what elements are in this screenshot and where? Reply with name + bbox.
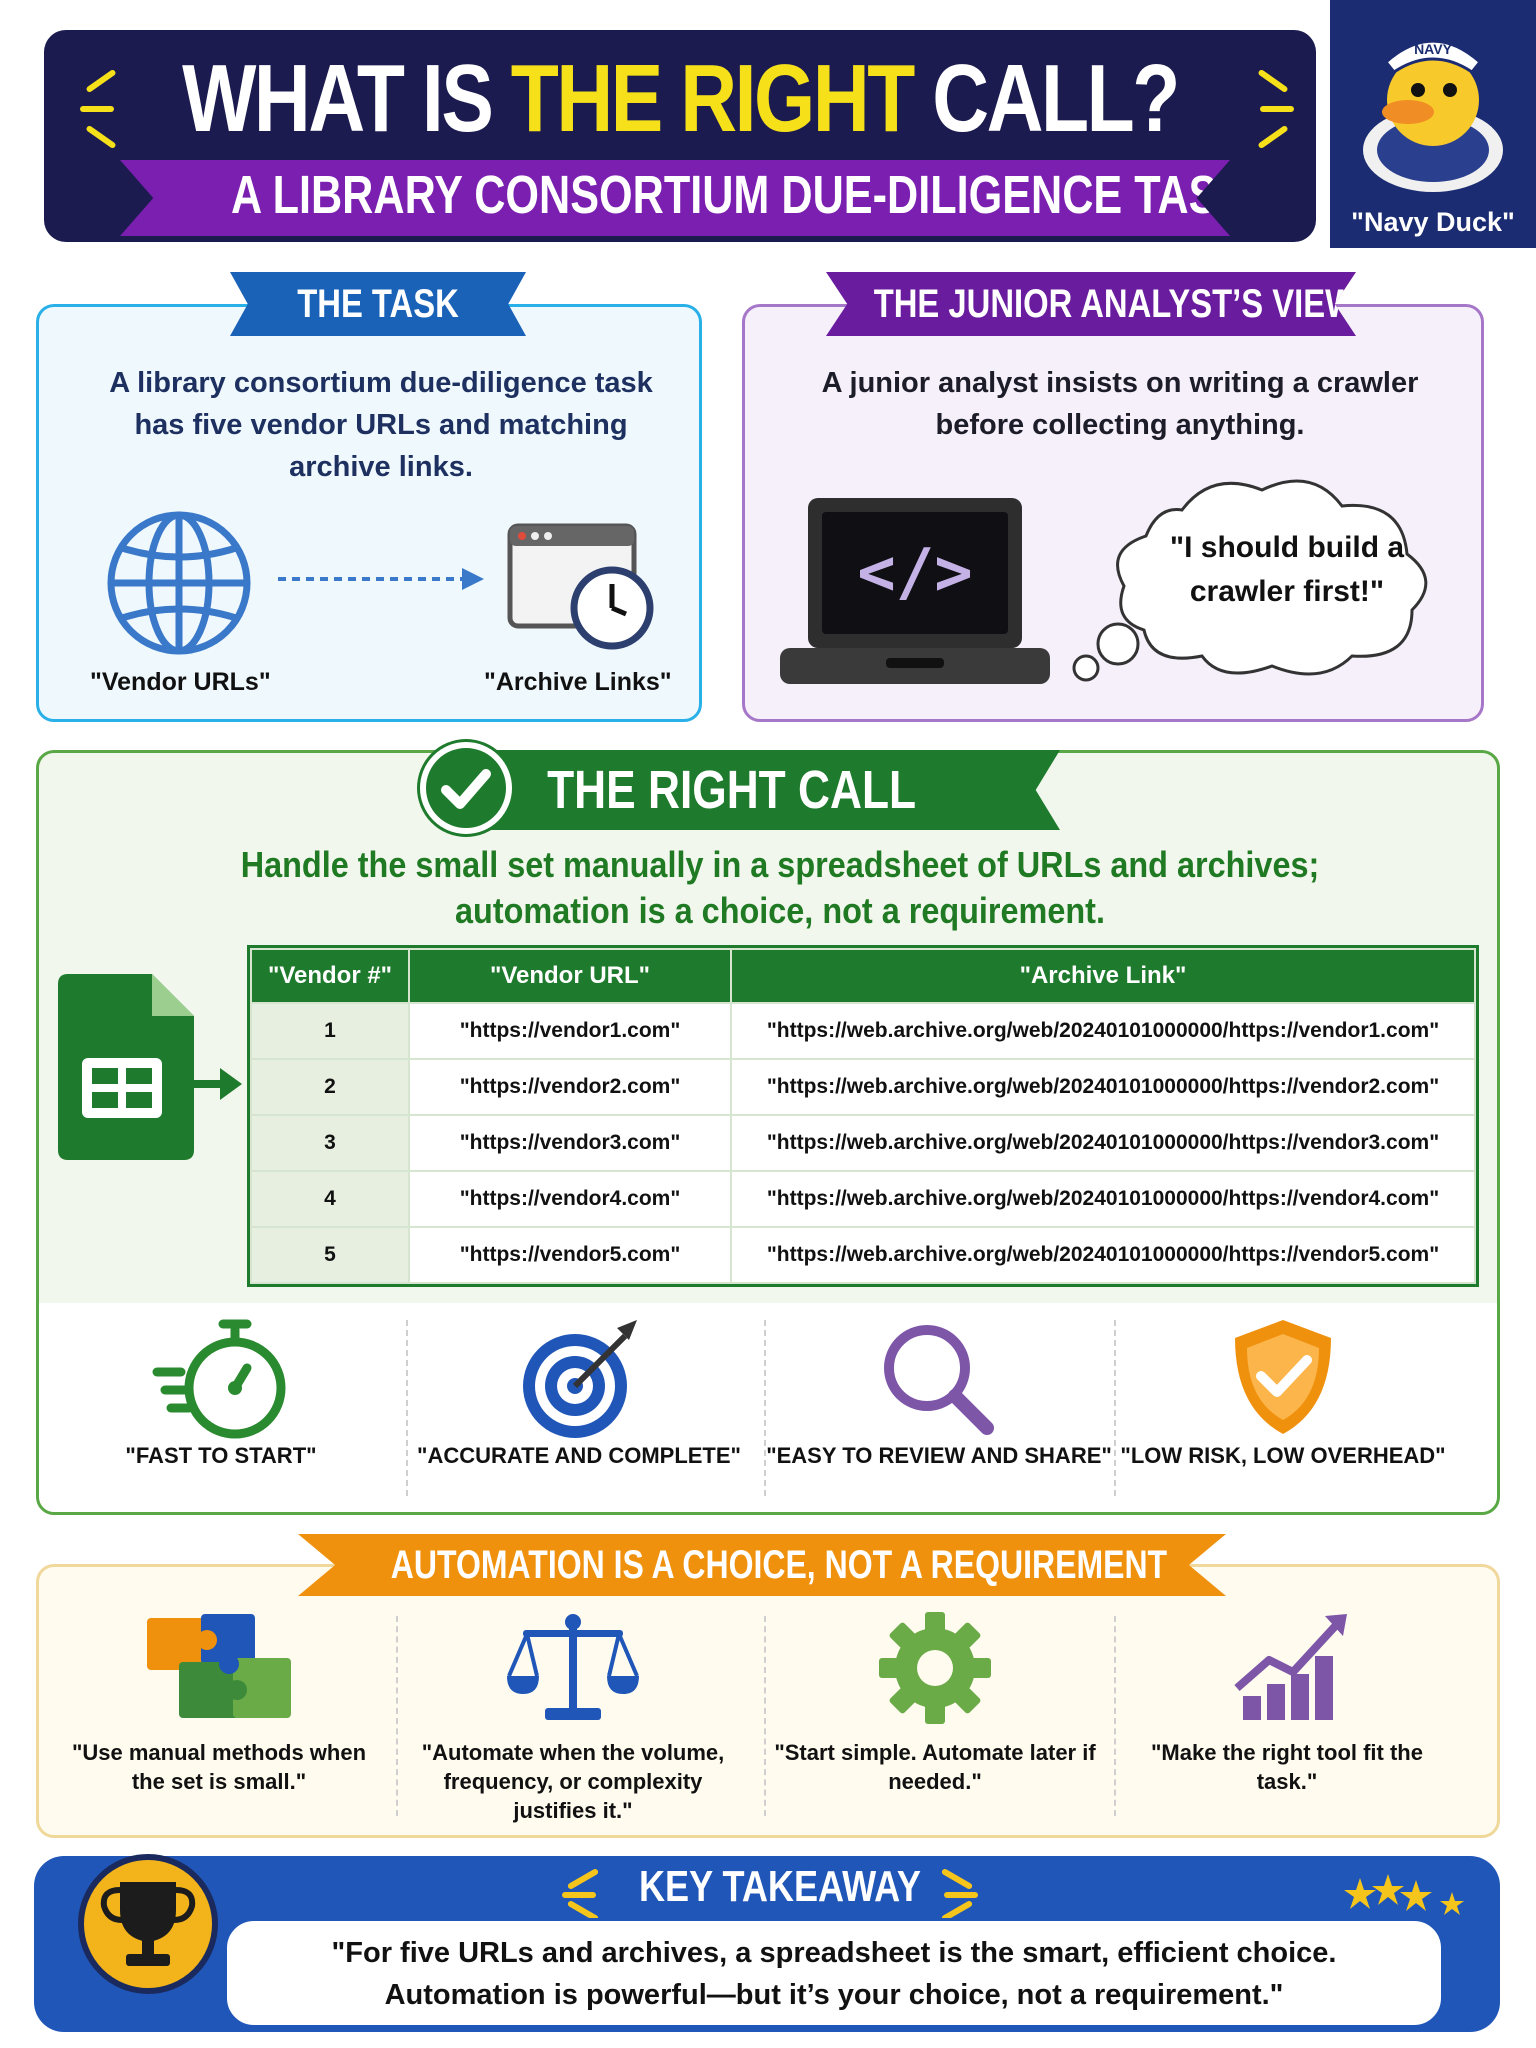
takeaway-heading: KEY TAKEAWAY [638,1862,922,1911]
gear-icon [879,1612,991,1724]
benefit-label: "FAST TO START" [125,1443,317,1468]
vendor-url-cell[interactable]: "https://vendor1.com" [408,1002,732,1060]
automation-label: "Make the right tool fit the task." [1151,1740,1423,1794]
target-icon [523,1320,637,1438]
column-header: "Vendor URL" [408,948,732,1004]
divider [396,1616,398,1816]
column-header: "Vendor #" [250,948,410,1004]
table-row: 3 "https://vendor3.com" "https://web.arc… [250,1114,1476,1172]
benefit-label: "LOW RISK, LOW OVERHEAD" [1120,1443,1446,1468]
vendor-table: "Vendor #" "Vendor URL" "Archive Link" 1… [247,945,1479,1287]
archive-link-cell[interactable]: "https://web.archive.org/web/20240101000… [730,1170,1476,1228]
vendor-number-cell: 2 [250,1058,410,1116]
divider [764,1320,766,1496]
vendor-url-cell[interactable]: "https://vendor3.com" [408,1114,732,1172]
vendor-url-cell[interactable]: "https://vendor4.com" [408,1170,732,1228]
page-title: WHAT IS THE RIGHT CALL? [182,45,1180,152]
automation-item-right-tool: "Make the right tool fit the task." [1122,1610,1452,1794]
divider [1114,1616,1116,1816]
stars-icon [1344,1874,1464,1915]
laptop-code-icon: </> [780,498,1050,684]
sparkle-icon [80,106,114,112]
spreadsheet-icon [58,974,242,1160]
vendor-url-cell[interactable]: "https://vendor5.com" [408,1226,732,1284]
task-panel [36,304,702,722]
table-row: 4 "https://vendor4.com" "https://web.arc… [250,1170,1476,1228]
archive-link-cell[interactable]: "https://web.archive.org/web/20240101000… [730,1226,1476,1284]
archive-link-cell[interactable]: "https://web.archive.org/web/20240101000… [730,1114,1476,1172]
right-call-heading: THE RIGHT CALL [547,760,917,820]
benefit-review: "EASY TO REVIEW AND SHARE" [764,1310,1114,1468]
automation-ribbon: AUTOMATION IS A CHOICE, NOT A REQUIREMEN… [298,1534,1226,1596]
scales-icon [507,1614,639,1720]
takeaway-quote: "For five URLs and archives, a spreadshe… [331,1937,1337,2011]
vendor-number-cell: 4 [250,1170,410,1228]
checkmark-icon [420,742,512,834]
takeaway-quote-box [224,1918,1444,2028]
automation-label: "Start simple. Automate later if needed.… [774,1740,1096,1794]
arrow-icon [278,568,484,590]
mascot-panel: NAVY "Navy Duck" [1330,0,1536,248]
mascot-label: "Navy Duck" [1351,207,1515,237]
automation-item-volume: "Automate when the volume, frequency, or… [408,1610,738,1823]
sparkle-icon [562,1892,596,1898]
vendor-number-cell: 1 [250,1002,410,1060]
sparkle-icon [85,68,117,94]
globe-icon [107,511,251,655]
task-heading: THE TASK [297,282,459,326]
automation-item-start-simple: "Start simple. Automate later if needed.… [770,1610,1100,1794]
right-call-summary: Handle the small set manually in a sprea… [240,844,1320,931]
page-subtitle: A LIBRARY CONSORTIUM DUE-DILIGENCE TASK [231,165,1249,225]
vendor-url-cell[interactable]: "https://vendor2.com" [408,1058,732,1116]
shield-check-icon [1235,1320,1331,1434]
table-row: 1 "https://vendor1.com" "https://web.arc… [250,1002,1476,1060]
stopwatch-icon [152,1319,286,1439]
archive-link-cell[interactable]: "https://web.archive.org/web/20240101000… [730,1058,1476,1116]
automation-label: "Use manual methods when the set is smal… [71,1740,367,1794]
svg-text:NAVY: NAVY [1414,41,1453,57]
divider [764,1616,766,1816]
subtitle-ribbon: A LIBRARY CONSORTIUM DUE-DILIGENCE TASK [120,160,1230,236]
puzzle-icon [147,1614,291,1718]
sparkle-icon [85,124,117,150]
table-header-row: "Vendor #" "Vendor URL" "Archive Link" [250,948,1476,1004]
thought-bubble-icon [1072,479,1428,682]
automation-heading: AUTOMATION IS A CHOICE, NOT A REQUIREMEN… [390,1543,1168,1587]
vendor-number-cell: 5 [250,1226,410,1284]
benefit-fast: "FAST TO START" [46,1310,396,1468]
growth-chart-icon [1234,1614,1347,1720]
trophy-badge [78,1854,218,1994]
navy-duck-icon: NAVY [1363,39,1503,192]
magnifier-icon [884,1325,994,1435]
trophy-icon [100,1882,196,1966]
junior-heading-ribbon: THE JUNIOR ANALYST’S VIEW [826,272,1356,336]
sparkle-icon [1257,124,1289,150]
archive-clock-icon [507,523,654,650]
benefit-label: "ACCURATE AND COMPLETE" [417,1443,741,1468]
table-row: 5 "https://vendor5.com" "https://web.arc… [250,1226,1476,1284]
sparkle-icon [944,1892,978,1898]
divider [406,1320,408,1496]
vendor-urls-label: "Vendor URLs" [90,668,271,696]
sparkle-icon [1257,68,1289,94]
benefit-accurate: "ACCURATE AND COMPLETE" [404,1310,754,1468]
benefit-label: "EASY TO REVIEW AND SHARE" [766,1443,1112,1468]
junior-heading: THE JUNIOR ANALYST’S VIEW [873,282,1357,326]
column-header: "Archive Link" [730,948,1476,1004]
task-description: A library consortium due-diligence task … [109,367,653,483]
divider [1114,1320,1116,1496]
automation-item-manual: "Use manual methods when the set is smal… [54,1610,384,1794]
table-row: 2 "https://vendor2.com" "https://web.arc… [250,1058,1476,1116]
benefit-low-risk: "LOW RISK, LOW OVERHEAD" [1108,1310,1458,1468]
archive-links-label: "Archive Links" [484,668,672,696]
right-call-ribbon: THE RIGHT CALL [452,750,1060,830]
thought-bubble-text: "I should build a crawler first!" [1169,531,1405,608]
sparkle-icon [1260,106,1294,112]
vendor-number-cell: 3 [250,1114,410,1172]
junior-description: A junior analyst insists on writing a cr… [821,367,1419,441]
svg-text:</>: </> [857,536,973,610]
task-heading-ribbon: THE TASK [230,272,526,336]
archive-link-cell[interactable]: "https://web.archive.org/web/20240101000… [730,1002,1476,1060]
automation-label: "Automate when the volume, frequency, or… [421,1740,725,1823]
